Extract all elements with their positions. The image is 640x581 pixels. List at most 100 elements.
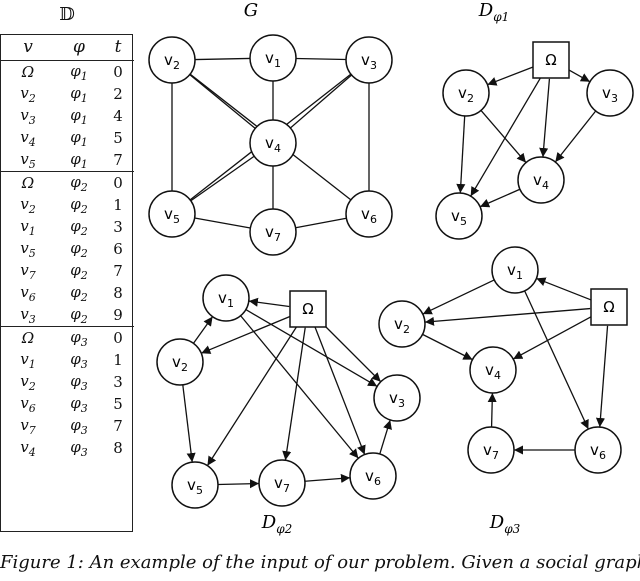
cell-phi: φ2 (56, 171, 102, 194)
cell-time: 7 (113, 417, 123, 435)
cell-node: v7 (20, 415, 36, 437)
edge (479, 188, 521, 208)
table-row: v4 φ1 5 (0, 127, 134, 149)
cell-phi: φ3 (70, 415, 88, 437)
edge (190, 155, 255, 202)
edge (314, 326, 366, 455)
table-row: v6 φ3 5 (0, 393, 134, 415)
edge (379, 419, 392, 455)
cell-phi: φ1 (70, 83, 88, 105)
edge (295, 217, 347, 229)
edge (470, 75, 542, 197)
table-border (0, 34, 133, 532)
edge (182, 384, 196, 463)
table-row: v5 φ2 6 (0, 238, 134, 260)
cell-time: 7 (113, 262, 123, 280)
graph-title: Dφ3 (489, 512, 521, 536)
cell-phi: φ2 (70, 282, 88, 304)
node (345, 190, 393, 238)
node-label: Ω (545, 51, 556, 69)
cell-time: 3 (113, 373, 123, 391)
edge (422, 279, 495, 315)
cell-time: 5 (113, 395, 123, 413)
edge (512, 315, 593, 360)
node (156, 338, 204, 386)
cell-time: 0 (102, 171, 134, 194)
source-node (532, 41, 570, 79)
edge (248, 297, 290, 308)
cell-phi: φ2 (70, 216, 88, 238)
header-phi: φ (73, 37, 85, 57)
cell-phi: φ3 (70, 371, 88, 393)
edge (456, 115, 466, 194)
node (171, 461, 219, 509)
table-row: v7 φ3 7 (0, 415, 134, 437)
edge (282, 327, 306, 461)
edge (192, 316, 214, 344)
node (435, 192, 483, 240)
edge (240, 315, 359, 459)
edge (536, 277, 592, 301)
edge (217, 479, 260, 489)
edge (206, 324, 299, 466)
cell-node: v5 (20, 238, 36, 260)
edge (295, 57, 347, 61)
edge (487, 66, 534, 86)
edge (567, 68, 591, 83)
cell-node: Ω (0, 326, 56, 349)
cell-node: v7 (20, 260, 36, 282)
graph-title: G (244, 0, 258, 21)
node-label: Ω (302, 300, 313, 318)
cell-time: 5 (113, 129, 123, 147)
cell-time: 9 (113, 306, 123, 324)
edge (320, 321, 382, 383)
node (469, 346, 517, 394)
edge (480, 109, 527, 164)
edge (304, 473, 351, 483)
cell-time: 3 (113, 218, 123, 236)
cell-node: Ω (0, 60, 56, 83)
cell-phi: φ2 (70, 260, 88, 282)
node (586, 69, 634, 117)
cell-phi: φ3 (56, 326, 102, 349)
cell-phi: φ1 (56, 60, 102, 83)
node-label: Ω (603, 298, 614, 316)
cell-node: v6 (20, 393, 36, 415)
header-t: t (114, 37, 122, 57)
table-row: v7 φ2 7 (0, 260, 134, 282)
cell-phi: φ1 (70, 127, 88, 149)
node (373, 374, 421, 422)
cell-node: v3 (20, 105, 36, 127)
cell-phi: φ2 (70, 238, 88, 260)
cell-time: 7 (113, 151, 123, 169)
edge (194, 217, 251, 229)
node (249, 119, 297, 167)
node (349, 452, 397, 500)
node (249, 34, 297, 82)
cell-phi: φ3 (70, 349, 88, 371)
node (202, 274, 250, 322)
source-node (590, 288, 628, 326)
figure-caption: Figure 1: An example of the input of our… (0, 552, 640, 573)
cell-time: 6 (113, 240, 123, 258)
node (249, 208, 297, 256)
cell-node: v2 (20, 83, 36, 105)
table-row: v4 φ3 8 (0, 437, 134, 459)
edge (424, 307, 591, 326)
cell-node: v4 (20, 437, 36, 459)
cell-phi: φ3 (70, 393, 88, 415)
cell-time: 8 (113, 439, 123, 457)
cell-node: v4 (20, 127, 36, 149)
cell-time: 0 (102, 60, 134, 83)
edge (487, 392, 497, 428)
cell-phi: φ3 (70, 437, 88, 459)
